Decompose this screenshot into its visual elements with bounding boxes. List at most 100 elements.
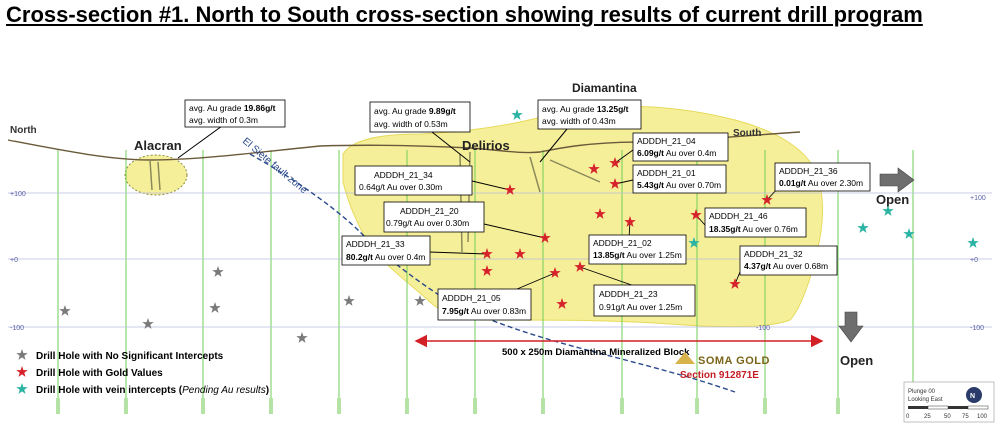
elev-label-right-minus100: -100 — [970, 325, 984, 332]
red-star-icon — [481, 248, 493, 259]
teal-stars — [511, 109, 979, 248]
svg-text:6.09g/t Au over 0.4m: 6.09g/t Au over 0.4m — [637, 148, 716, 158]
width-label: avg. width of 0.43m — [542, 116, 616, 126]
hole-grade: 6.09g/t — [637, 148, 664, 158]
block-dimension: 500 x 250m Diamantina Mineralized Block — [414, 334, 824, 358]
grade-label: avg. Au grade — [542, 104, 597, 114]
compass-letter: N — [970, 393, 975, 400]
red-star-icon — [609, 157, 621, 168]
width-label: avg. width of 0.53m — [374, 119, 448, 129]
red-stars — [481, 157, 773, 309]
callout-adddh-21-36: ADDDH_21_36 0.01g/t Au over 2.30m — [774, 162, 871, 192]
open-arrow-right: Open — [876, 167, 915, 207]
hole-interval: Au over 1.25m — [625, 302, 682, 312]
hole-grade: 7.95g/t — [442, 306, 469, 316]
callout-adddh-21-01: ADDDH_21_01 5.43g/t Au over 0.70m — [632, 164, 727, 194]
section-label: Section 912871E — [680, 370, 759, 381]
block-label: 500 x 250m Diamantina Mineralized Block — [502, 347, 690, 358]
grade-value: 9.89g/t — [429, 106, 456, 116]
alacran-grade-box: avg. Au grade 19.86g/t avg. width of 0.3… — [177, 99, 286, 159]
red-star-icon — [761, 194, 773, 205]
legend-gray-label: Drill Hole with No Significant Intercept… — [36, 351, 224, 362]
teal-star-icon — [511, 109, 523, 120]
gray-star-icon — [142, 318, 154, 329]
svg-text:0.91g/t Au over 1.25m: 0.91g/t Au over 1.25m — [599, 302, 682, 312]
teal-star-icon — [857, 222, 869, 233]
red-star-icon — [624, 216, 636, 227]
svg-text:7.95g/t Au over 0.83m: 7.95g/t Au over 0.83m — [442, 306, 526, 316]
hole-name: ADDDH_21_36 — [779, 166, 838, 176]
grade-label: avg. Au grade — [374, 106, 429, 116]
callout-adddh-21-04: ADDDH_21_04 6.09g/t Au over 0.4m — [632, 132, 729, 162]
gray-stars — [59, 266, 426, 343]
alacran-zone — [124, 154, 188, 196]
elev-label-left-minus100: -100 — [10, 325, 24, 332]
hole-grade: 18.35g/t — [709, 224, 741, 234]
down-arrow-icon — [838, 311, 864, 343]
hole-grade: 0.79g/t — [386, 218, 413, 228]
hole-grade: 0.01g/t — [779, 178, 806, 188]
hole-interval: Au over 1.25m — [625, 250, 682, 260]
hole-name: ADDDH_21_46 — [709, 211, 768, 221]
hole-interval: Au over 0.4m — [373, 252, 425, 262]
right-arrow-icon — [879, 167, 915, 193]
hole-name: ADDDH_21_01 — [637, 168, 696, 178]
callout-adddh-21-34: ADDDH_21_34 0.64g/t Au over 0.30m — [354, 165, 473, 196]
legend-teal-label: Drill Hole with vein intercepts ( — [36, 385, 183, 396]
cross-section-diagram: +100 +0 -100 +100 +0 -100 -100 El Siete … — [0, 62, 1000, 427]
gray-star-icon — [209, 302, 221, 313]
red-star-icon — [594, 208, 606, 219]
callout-adddh-21-05: ADDDH_21_05 7.95g/t Au over 0.83m — [437, 288, 532, 321]
callout-adddh-21-46: ADDDH_21_46 18.35g/t Au over 0.76m — [704, 207, 807, 238]
svg-text:0.64g/t Au over 0.30m: 0.64g/t Au over 0.30m — [359, 182, 442, 192]
hole-interval: Au over 0.4m — [664, 148, 716, 158]
red-star-icon — [539, 232, 551, 243]
legend: Drill Hole with No Significant Intercept… — [16, 349, 269, 396]
delirios-label: Delirios — [462, 138, 510, 153]
svg-text:avg. Au grade 9.89g/t: avg. Au grade 9.89g/t — [374, 106, 456, 116]
gray-star-icon — [414, 295, 426, 306]
legend-teal-close: ) — [266, 385, 269, 396]
open-label-right: Open — [876, 192, 909, 207]
gray-star-icon — [212, 266, 224, 277]
gray-star-icon — [296, 332, 308, 343]
scale-0: 0 — [906, 414, 910, 420]
hole-interval: Au over 2.30m — [806, 178, 863, 188]
hole-grade: 5.43g/t — [637, 180, 664, 190]
svg-text:avg. Au grade 19.86g/t: avg. Au grade 19.86g/t — [189, 103, 276, 113]
hole-grade: 0.64g/t — [359, 182, 386, 192]
svg-text:4.37g/t Au over 0.68m: 4.37g/t Au over 0.68m — [744, 261, 828, 271]
red-star-icon — [481, 265, 493, 276]
hole-interval: Au over 0.83m — [469, 306, 526, 316]
hole-name: ADDDH_21_02 — [593, 238, 652, 248]
hole-name: ADDDH_21_04 — [637, 136, 696, 146]
legend-teal-italic: Pending Au results — [182, 385, 266, 396]
elev-label-left-0: +0 — [10, 257, 18, 264]
red-star-icon — [549, 267, 561, 278]
width-label: avg. width of 0.3m — [189, 115, 258, 125]
red-star-icon — [504, 184, 516, 195]
callout-adddh-21-23: ADDDH_21_23 0.91g/t Au over 1.25m — [593, 284, 696, 317]
plunge-label: Plunge 00 — [908, 389, 936, 395]
grade-value: 19.86g/t — [244, 103, 276, 113]
logo-triangle-icon — [675, 352, 695, 364]
legend-gray-star-icon — [16, 349, 28, 360]
svg-text:5.43g/t Au over 0.70m: 5.43g/t Au over 0.70m — [637, 180, 721, 190]
red-star-icon — [574, 261, 586, 272]
hole-name: ADDDH_21_23 — [599, 289, 658, 299]
soma-gold-logo: SOMA GOLD Section 912871E — [675, 352, 770, 381]
easting-ticks — [56, 398, 840, 414]
hole-interval: Au over 0.30m — [412, 218, 469, 228]
hole-name: ADDDH_21_32 — [744, 249, 803, 259]
gray-star-icon — [343, 295, 355, 306]
hole-interval: Au over 0.68m — [771, 261, 828, 271]
vertical-grid — [57, 150, 914, 414]
scale-50: 50 — [944, 414, 951, 420]
elev-label-right-100: +100 — [970, 195, 986, 202]
company-name: SOMA GOLD — [698, 355, 770, 367]
svg-text:13.85g/t Au over 1.25m: 13.85g/t Au over 1.25m — [593, 250, 682, 260]
red-star-icon — [588, 163, 600, 174]
diamantina-grade-box: avg. Au grade 13.25g/t avg. width of 0.4… — [537, 99, 642, 163]
scale-25: 25 — [924, 414, 931, 420]
elev-label-left-100: +100 — [10, 191, 26, 198]
